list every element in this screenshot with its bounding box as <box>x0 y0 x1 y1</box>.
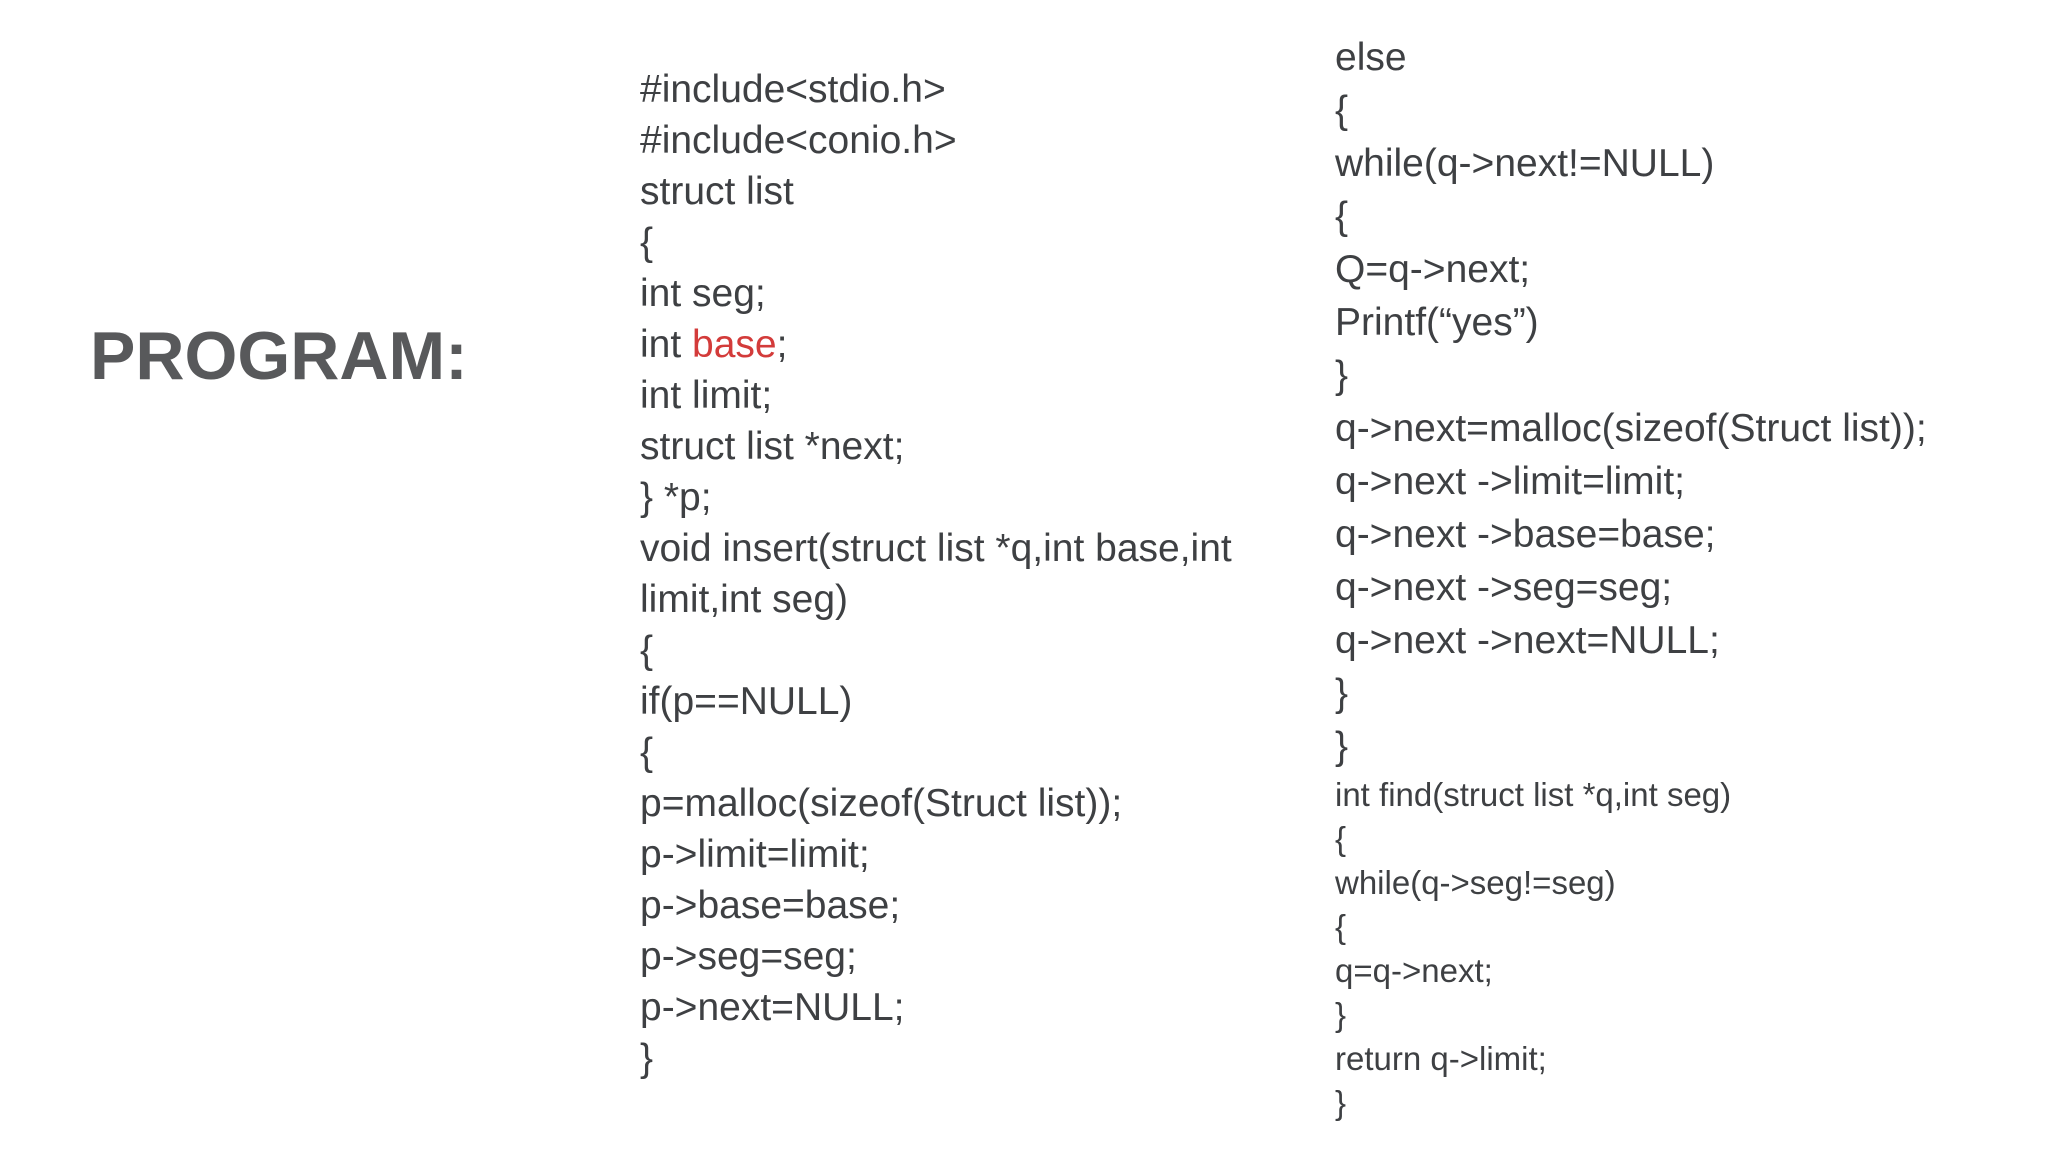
code-line: #include<conio.h> <box>640 119 957 162</box>
highlighted-token: base <box>692 323 777 366</box>
code-line: { <box>1335 195 1349 238</box>
code-line: int limit; <box>640 374 773 417</box>
code-token: int <box>640 323 693 366</box>
code-line: p->base=base; <box>640 884 901 927</box>
code-line: while(q->seg!=seg) <box>1335 864 1616 901</box>
code-line: p->next=NULL; <box>640 986 905 1029</box>
code-column-right: else { while(q->next!=NULL) { Q=q->next; Prin… <box>1335 31 2035 1125</box>
code-line: q=q->next; <box>1335 952 1493 989</box>
code-line: int seg; <box>640 272 766 315</box>
code-line: p=malloc(sizeof(Struct list)); <box>640 782 1123 825</box>
code-line: q->next ->next=NULL; <box>1335 619 1720 662</box>
code-line: { <box>1335 820 1347 857</box>
code-line: Printf(“yes”) <box>1335 301 1539 344</box>
code-line: return q->limit; <box>1335 1040 1547 1077</box>
code-line: q->next=malloc(sizeof(Struct list)); <box>1335 407 1927 450</box>
code-line: Q=q->next; <box>1335 248 1531 291</box>
code-line: struct list <box>640 170 794 213</box>
code-column-left: #include<stdio.h> #include<conio.h> struct… <box>640 64 1300 1084</box>
code-line: p->limit=limit; <box>640 833 870 876</box>
code-line: { <box>1335 89 1349 132</box>
code-line: { <box>640 731 654 774</box>
code-line: q->next ->base=base; <box>1335 513 1716 556</box>
code-line: q->next ->limit=limit; <box>1335 460 1686 503</box>
code-line: } <box>1335 996 1347 1033</box>
code-line: else <box>1335 36 1407 79</box>
code-line: int find(struct list *q,int seg) <box>1335 776 1732 813</box>
code-line: struct list *next; <box>640 425 905 468</box>
code-line: } <box>640 1037 654 1080</box>
code-line: limit,int seg) <box>640 578 849 621</box>
code-line: } <box>1335 672 1349 715</box>
code-line: void insert(struct list *q,int base,int <box>640 527 1232 570</box>
code-token: ; <box>776 323 788 366</box>
code-line: int base; <box>640 319 1300 370</box>
page-title: PROGRAM: <box>90 318 468 394</box>
code-line: } *p; <box>640 476 712 519</box>
code-line: } <box>1335 1084 1347 1121</box>
code-line: #include<stdio.h> <box>640 68 946 111</box>
code-line: if(p==NULL) <box>640 680 853 723</box>
code-line: while(q->next!=NULL) <box>1335 142 1715 185</box>
code-line: } <box>1335 725 1349 768</box>
code-line: { <box>640 221 654 264</box>
code-line: p->seg=seg; <box>640 935 857 978</box>
code-line: { <box>640 629 654 672</box>
code-line: } <box>1335 354 1349 397</box>
code-line: { <box>1335 908 1347 945</box>
code-line: q->next ->seg=seg; <box>1335 566 1673 609</box>
